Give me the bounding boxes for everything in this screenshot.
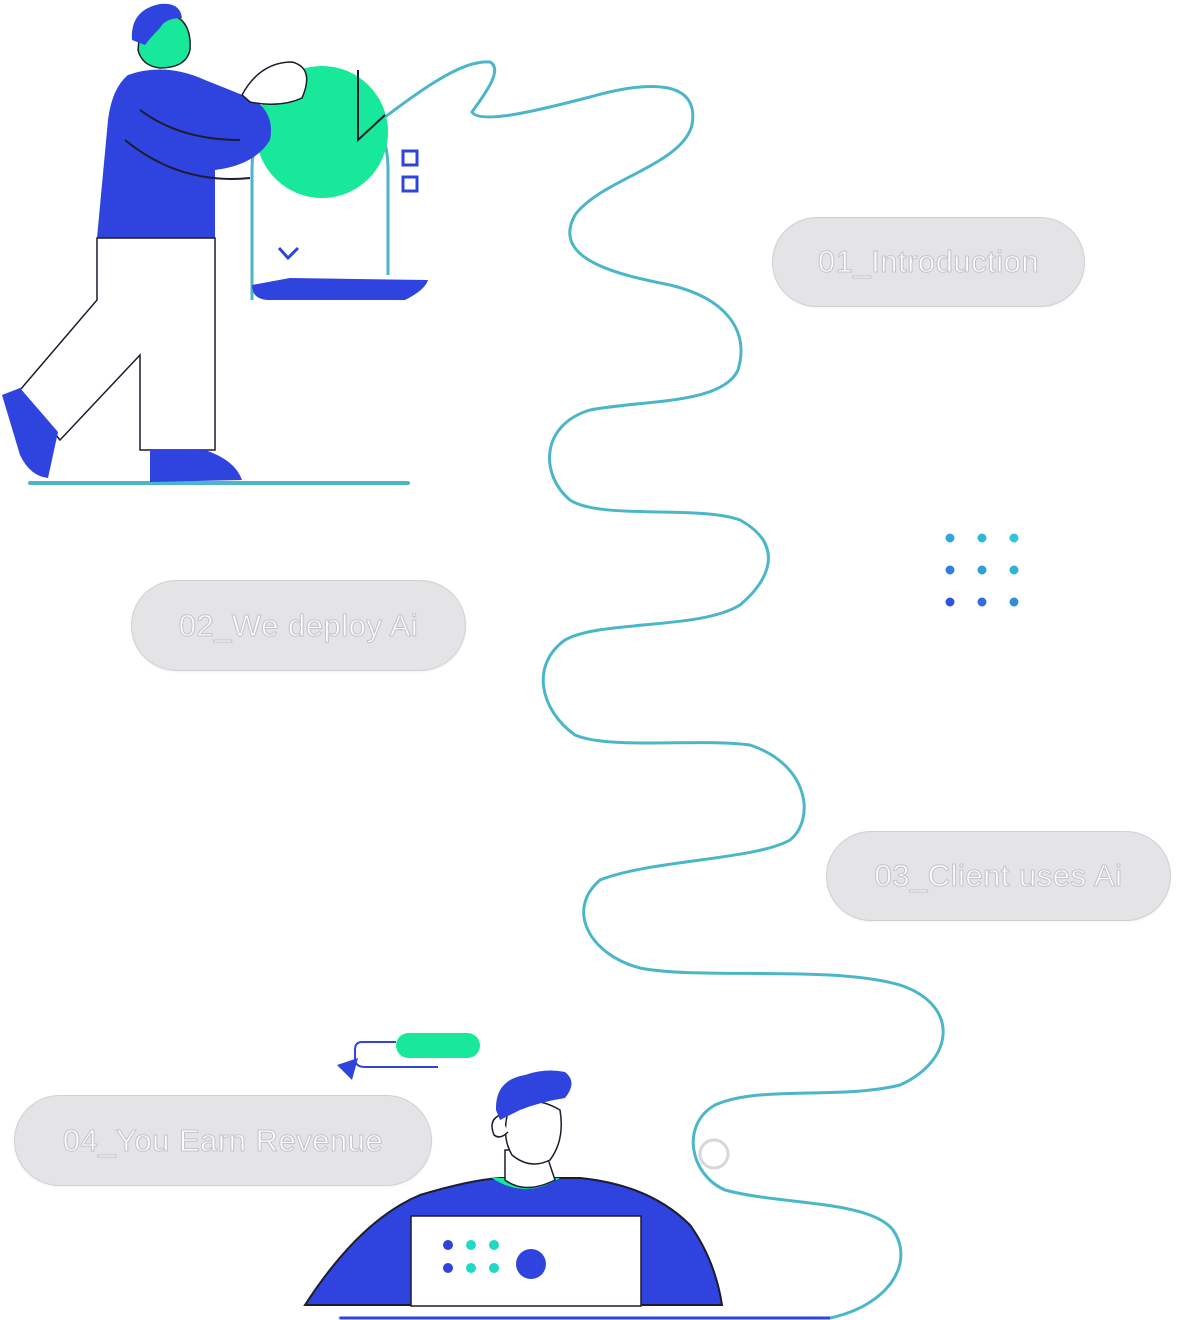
- arm-outline: [139, 109, 241, 141]
- torso: [97, 69, 271, 238]
- device-base: [252, 278, 428, 300]
- square-icon: [401, 149, 419, 167]
- pants: [19, 237, 216, 451]
- hand: [241, 61, 308, 105]
- globe-line: [357, 70, 386, 143]
- arm-outline: [124, 139, 251, 180]
- laptop-logo: [516, 1249, 546, 1279]
- ear: [491, 1114, 509, 1138]
- step-pill-introduction[interactable]: 01_Introduction: [772, 217, 1085, 307]
- roadmap-line: [338, 60, 945, 1320]
- step-pill-client-uses-ai[interactable]: 03_Client uses Ai: [826, 831, 1171, 921]
- step-label: 03_Client uses Ai: [874, 858, 1123, 894]
- shoe: [2, 388, 58, 478]
- shoe: [150, 450, 242, 482]
- step-label: 01_Introduction: [817, 244, 1040, 280]
- chat-connector: [354, 1041, 438, 1068]
- chevron-down-icon: [277, 246, 300, 261]
- square-icon: [401, 175, 419, 193]
- chat-bubble: [396, 1033, 480, 1058]
- face: [504, 1100, 562, 1165]
- hair: [131, 3, 182, 45]
- hair: [495, 1070, 572, 1120]
- step-pill-earn-revenue[interactable]: 04_You Earn Revenue: [14, 1095, 432, 1186]
- step-label: 04_You Earn Revenue: [62, 1122, 384, 1158]
- step-label: 02_We deploy Ai: [178, 607, 419, 643]
- send-arrow-icon: [337, 1058, 358, 1080]
- step-pill-deploy-ai[interactable]: 02_We deploy Ai: [131, 580, 466, 671]
